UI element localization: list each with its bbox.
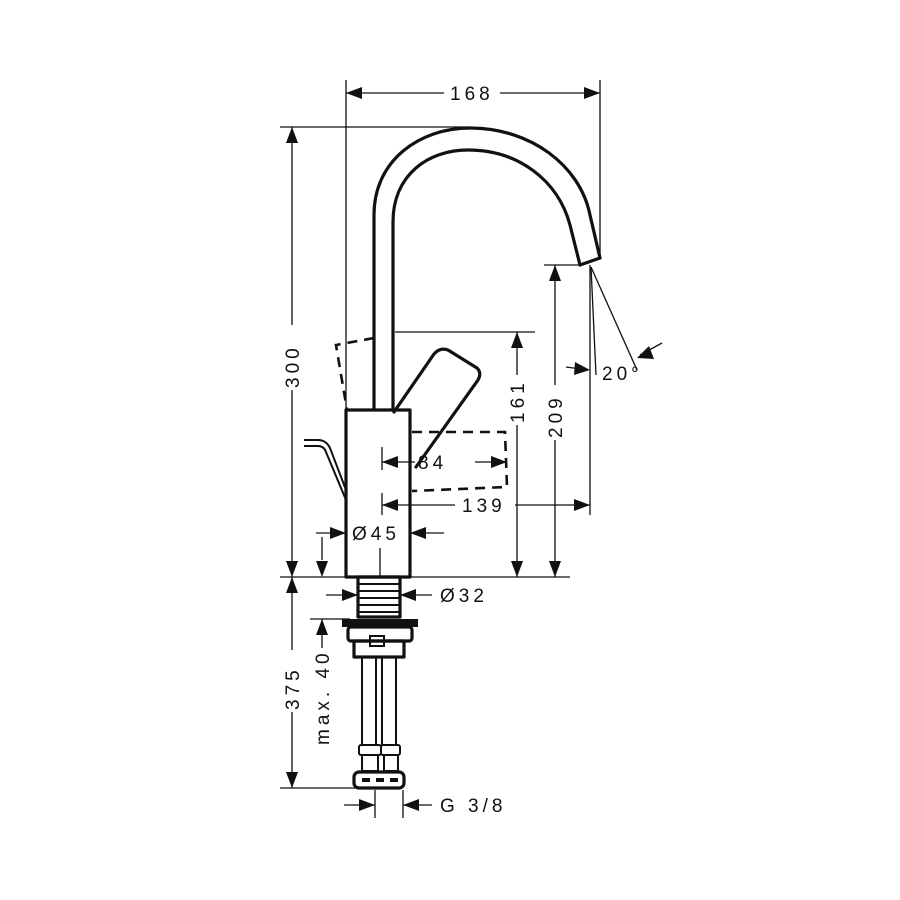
label-body-diameter: Ø45: [352, 524, 400, 545]
label-connection-thread: G 3/8: [440, 796, 506, 817]
threaded-shank: [356, 575, 402, 619]
mounting-nut: [342, 619, 418, 659]
faucet-body: [344, 408, 412, 579]
spout-outer: [372, 126, 602, 412]
popup-rod: [304, 439, 347, 491]
popup-rod-inner: [304, 445, 347, 501]
supply-hoses: [352, 657, 406, 790]
label-lever-reach: 84: [418, 453, 447, 474]
lever-handle: [392, 347, 482, 469]
label-max-deck-thickness: max. 40: [313, 649, 334, 745]
faucet-outline: [304, 126, 602, 790]
label-lever-height: 161: [508, 379, 529, 423]
label-below-deck-length: 375: [283, 666, 304, 710]
label-overall-width: 168: [450, 84, 494, 105]
spout-tip: [578, 256, 602, 267]
dimension-labels: 168 300 375 max. 40 161 209 84 139 Ø45 Ø…: [283, 84, 643, 817]
label-spout-outlet-height: 209: [546, 394, 567, 438]
lever-ghost-left: [334, 336, 375, 411]
lever-ghost-right: [411, 430, 509, 493]
dimension-lines: [280, 80, 663, 818]
label-overall-height: 300: [283, 344, 304, 388]
label-spout-reach: 139: [462, 496, 506, 517]
spout-inner: [391, 148, 582, 412]
label-spout-angle: 20°: [602, 364, 643, 385]
label-shank-diameter: Ø32: [440, 586, 488, 607]
